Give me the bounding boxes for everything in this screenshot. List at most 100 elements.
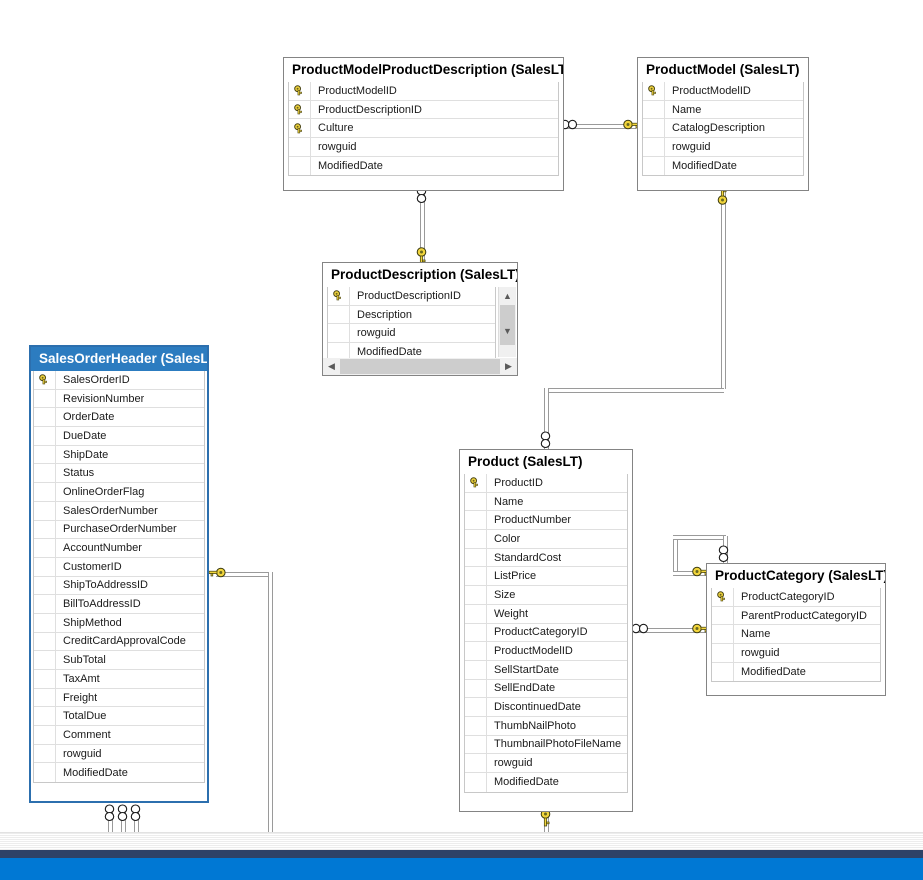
table-row[interactable]: rowguid <box>712 644 880 663</box>
table-title-productmodel[interactable]: ProductModel (SalesLT) <box>638 58 808 82</box>
table-row[interactable]: rowguid <box>328 324 495 344</box>
scroll-down-icon[interactable]: ▼ <box>503 325 512 336</box>
connector-salesorderheader-shiptoaddress[interactable] <box>121 812 126 836</box>
table-row[interactable]: ProductDescriptionID <box>328 287 495 306</box>
table-title-productmodelproductdescription[interactable]: ProductModelProductDescription (SalesLT) <box>284 58 563 82</box>
table-row[interactable]: ModifiedDate <box>465 773 627 792</box>
connector-pmpd-productdescription[interactable] <box>420 191 425 262</box>
connector-productmodel-product-drop[interactable] <box>544 388 549 449</box>
table-row[interactable]: Color <box>465 530 627 549</box>
table-row[interactable]: CatalogDescription <box>643 119 803 139</box>
table-row[interactable]: ProductDescriptionID <box>289 100 558 120</box>
table-row[interactable]: ProductNumber <box>465 511 627 531</box>
table-row[interactable]: ShipMethod <box>34 613 204 633</box>
table-row[interactable]: ModifiedDate <box>34 763 204 783</box>
table-row[interactable]: DiscontinuedDate <box>465 698 627 717</box>
table-row[interactable]: ProductCategoryID <box>465 623 627 643</box>
connector-productcategory-product[interactable] <box>635 628 706 633</box>
table-row[interactable]: Name <box>465 492 627 512</box>
table-row[interactable]: PurchaseOrderNumber <box>34 520 204 540</box>
connector-pmpd-productmodel[interactable] <box>566 124 636 129</box>
table-row[interactable]: rowguid <box>465 754 627 773</box>
table-row[interactable]: AccountNumber <box>34 539 204 558</box>
table-row[interactable]: rowguid <box>643 138 803 157</box>
table-row[interactable]: ParentProductCategoryID <box>712 606 880 626</box>
table-row[interactable]: CustomerID <box>34 557 204 577</box>
table-row[interactable]: SalesOrderNumber <box>34 501 204 521</box>
table-row[interactable]: ThumbNailPhoto <box>465 716 627 736</box>
table-row[interactable]: Name <box>643 100 803 120</box>
connector-salesorderheader-detail-vertical[interactable] <box>268 572 273 832</box>
table-title-salesorderheader[interactable]: SalesOrderHeader (SalesLT <box>31 347 207 371</box>
connector-salesorderheader-detail-horizontal[interactable] <box>216 572 270 577</box>
table-row[interactable]: Culture <box>289 119 558 139</box>
table-row[interactable]: StandardCost <box>465 548 627 568</box>
table-row[interactable]: ModifiedDate <box>712 662 880 682</box>
table-row[interactable]: Status <box>34 464 204 484</box>
table-row[interactable]: CreditCardApprovalCode <box>34 632 204 652</box>
connector-salesorderheader-billtoaddress[interactable] <box>134 812 139 836</box>
table-row[interactable]: TaxAmt <box>34 670 204 689</box>
table-row[interactable]: ModifiedDate <box>643 156 803 176</box>
scroll-up-icon[interactable]: ▲ <box>503 290 512 301</box>
table-row[interactable]: Size <box>465 586 627 605</box>
table-row[interactable]: Comment <box>34 726 204 745</box>
connector-productmodel-product-horizontal[interactable] <box>545 388 724 393</box>
table-row[interactable]: ProductModelID <box>289 82 558 101</box>
table-row[interactable]: Description <box>328 305 495 325</box>
vertical-scrollbar[interactable]: ▲▼ <box>498 287 516 357</box>
table-title-product[interactable]: Product (SalesLT) <box>460 450 632 474</box>
vertical-scrollbar-thumb[interactable] <box>500 305 515 345</box>
table-productcategory[interactable]: ProductCategory (SalesLT)ProductCategory… <box>706 563 886 696</box>
connector-salesorderheader-customer[interactable] <box>108 812 113 836</box>
table-row[interactable]: DueDate <box>34 427 204 446</box>
table-row[interactable]: SellStartDate <box>465 660 627 680</box>
table-row[interactable]: RevisionNumber <box>34 389 204 409</box>
table-row[interactable]: rowguid <box>34 744 204 764</box>
table-row[interactable]: BillToAddressID <box>34 595 204 614</box>
table-productmodelproductdescription[interactable]: ProductModelProductDescription (SalesLT)… <box>283 57 564 191</box>
scroll-left-icon[interactable]: ◀ <box>328 361 335 371</box>
table-row[interactable]: ListPrice <box>465 567 627 587</box>
connector-productcategory-self-top[interactable] <box>673 535 726 540</box>
table-row[interactable]: SalesOrderID <box>34 371 204 390</box>
connector-productcategory-self-left[interactable] <box>673 536 678 572</box>
table-row[interactable]: OrderDate <box>34 408 204 428</box>
table-productdescription[interactable]: ProductDescription (SalesLT)ProductDescr… <box>322 262 518 376</box>
table-row[interactable]: ProductModelID <box>465 642 627 661</box>
table-row[interactable]: Weight <box>465 604 627 624</box>
table-row[interactable]: SubTotal <box>34 651 204 670</box>
table-row[interactable]: TotalDue <box>34 707 204 727</box>
horizontal-scrollbar-thumb[interactable] <box>340 359 500 374</box>
horizontal-scrollbar[interactable] <box>0 832 923 851</box>
table-row[interactable]: ProductID <box>465 474 627 493</box>
table-row[interactable]: ModifiedDate <box>328 343 495 362</box>
connector-productcategory-self-bottom[interactable] <box>673 571 706 576</box>
table-row[interactable]: ThumbnailPhotoFileName <box>465 735 627 755</box>
table-row[interactable]: ModifiedDate <box>289 156 558 176</box>
table-row[interactable]: ShipToAddressID <box>34 576 204 596</box>
table-row[interactable]: ProductCategoryID <box>712 588 880 607</box>
table-row[interactable]: Freight <box>34 688 204 708</box>
table-row[interactable]: SellEndDate <box>465 679 627 699</box>
table-row[interactable]: Name <box>712 625 880 645</box>
connector-productmodel-product-vertical[interactable] <box>721 191 726 389</box>
table-row[interactable]: rowguid <box>289 138 558 157</box>
scroll-right-icon[interactable]: ▶ <box>505 361 512 371</box>
table-row[interactable]: ShipDate <box>34 445 204 465</box>
table-title-productdescription[interactable]: ProductDescription (SalesLT) <box>323 263 517 287</box>
table-row[interactable]: ProductModelID <box>643 82 803 101</box>
table-title-productcategory[interactable]: ProductCategory (SalesLT) <box>707 564 885 588</box>
table-row[interactable]: OnlineOrderFlag <box>34 483 204 502</box>
horizontal-scrollbar[interactable]: ◀▶ <box>323 358 517 375</box>
